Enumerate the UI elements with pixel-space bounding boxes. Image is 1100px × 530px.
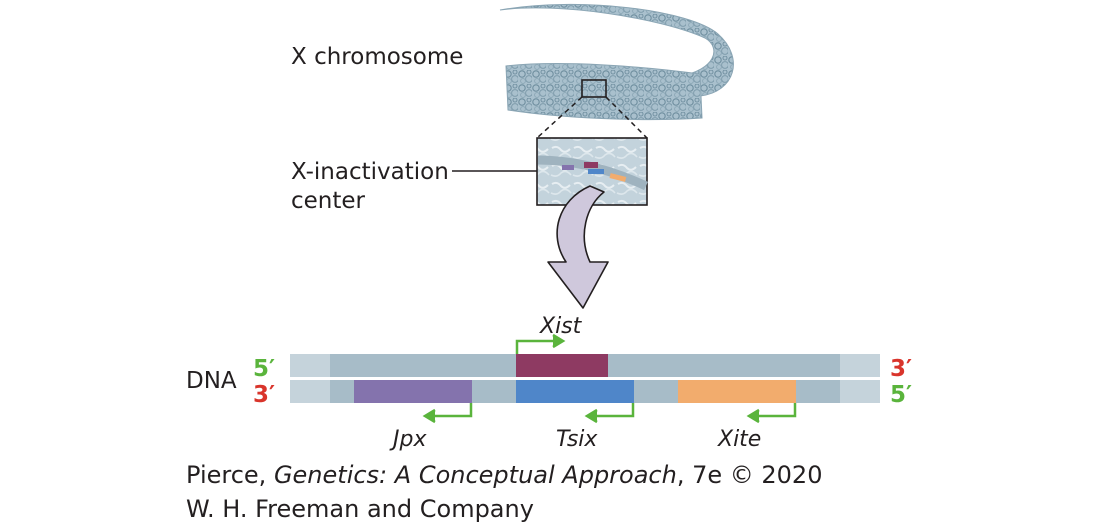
- zoom-line-left: [536, 96, 583, 139]
- xist-transcription-arrow: [515, 333, 566, 354]
- xist-gene: [516, 354, 608, 377]
- xic-label-line1: X-inactivation: [291, 159, 449, 185]
- xic-label-line2: center: [291, 188, 366, 214]
- tsix-gene: [516, 380, 634, 403]
- tsix-transcription-arrow: [584, 403, 635, 424]
- caption-book-title: Genetics: A Conceptual Approach: [273, 461, 677, 489]
- caption-line1: Pierce, Genetics: A Conceptual Approach,…: [186, 458, 822, 492]
- caption-author: Pierce,: [186, 461, 274, 489]
- dna-label: DNA: [186, 368, 237, 394]
- xist-label: Xist: [539, 314, 583, 339]
- caption-edition: , 7e © 2020: [676, 461, 823, 489]
- zoom-region-box: [581, 79, 607, 98]
- xite-gene: [678, 380, 796, 403]
- top-strand-right-end: 3′: [890, 356, 912, 382]
- source-caption: Pierce, Genetics: A Conceptual Approach,…: [186, 458, 822, 526]
- caption-publisher: W. H. Freeman and Company: [186, 495, 534, 523]
- jpx-gene: [354, 380, 472, 403]
- top-strand-left-end: 5′: [253, 356, 275, 382]
- bottom-strand-left-end: 3′: [253, 382, 275, 408]
- jpx-label: Jpx: [389, 427, 427, 452]
- chromosome-label: X chromosome: [291, 44, 463, 70]
- x-chromosome: [499, 3, 734, 121]
- tsix-label: Tsix: [556, 427, 598, 452]
- zoom-line-right: [605, 96, 648, 139]
- zoom-arrow: [547, 185, 609, 309]
- xite-transcription-arrow: [746, 403, 797, 424]
- xite-label: Xite: [717, 427, 761, 452]
- bottom-strand-right-end: 5′: [890, 382, 912, 408]
- jpx-transcription-arrow: [422, 403, 473, 424]
